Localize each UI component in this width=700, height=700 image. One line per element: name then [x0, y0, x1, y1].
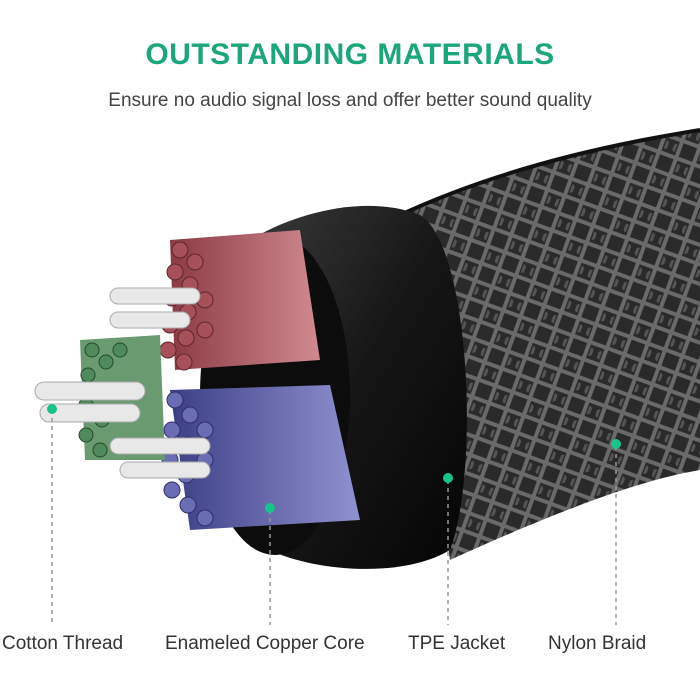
page-title: OUTSTANDING MATERIALS: [145, 38, 555, 71]
label-nylon-braid: Nylon Braid: [548, 633, 647, 654]
copper-core-marker: [265, 503, 275, 513]
copper-core-blue: [161, 385, 360, 530]
nylon-braid: [399, 128, 700, 560]
cotton-thread-marker: [47, 404, 57, 414]
label-cotton-thread: Cotton Thread: [2, 633, 124, 654]
nylon-braid-marker: [611, 439, 621, 449]
label-copper-core: Enameled Copper Core: [165, 633, 365, 654]
page-subtitle: Ensure no audio signal loss and offer be…: [108, 90, 592, 111]
label-tpe-jacket: TPE Jacket: [408, 633, 506, 654]
leader-lines: [51, 410, 617, 625]
tpe-jacket-marker: [443, 473, 453, 483]
cotton-threads: [34, 287, 211, 479]
